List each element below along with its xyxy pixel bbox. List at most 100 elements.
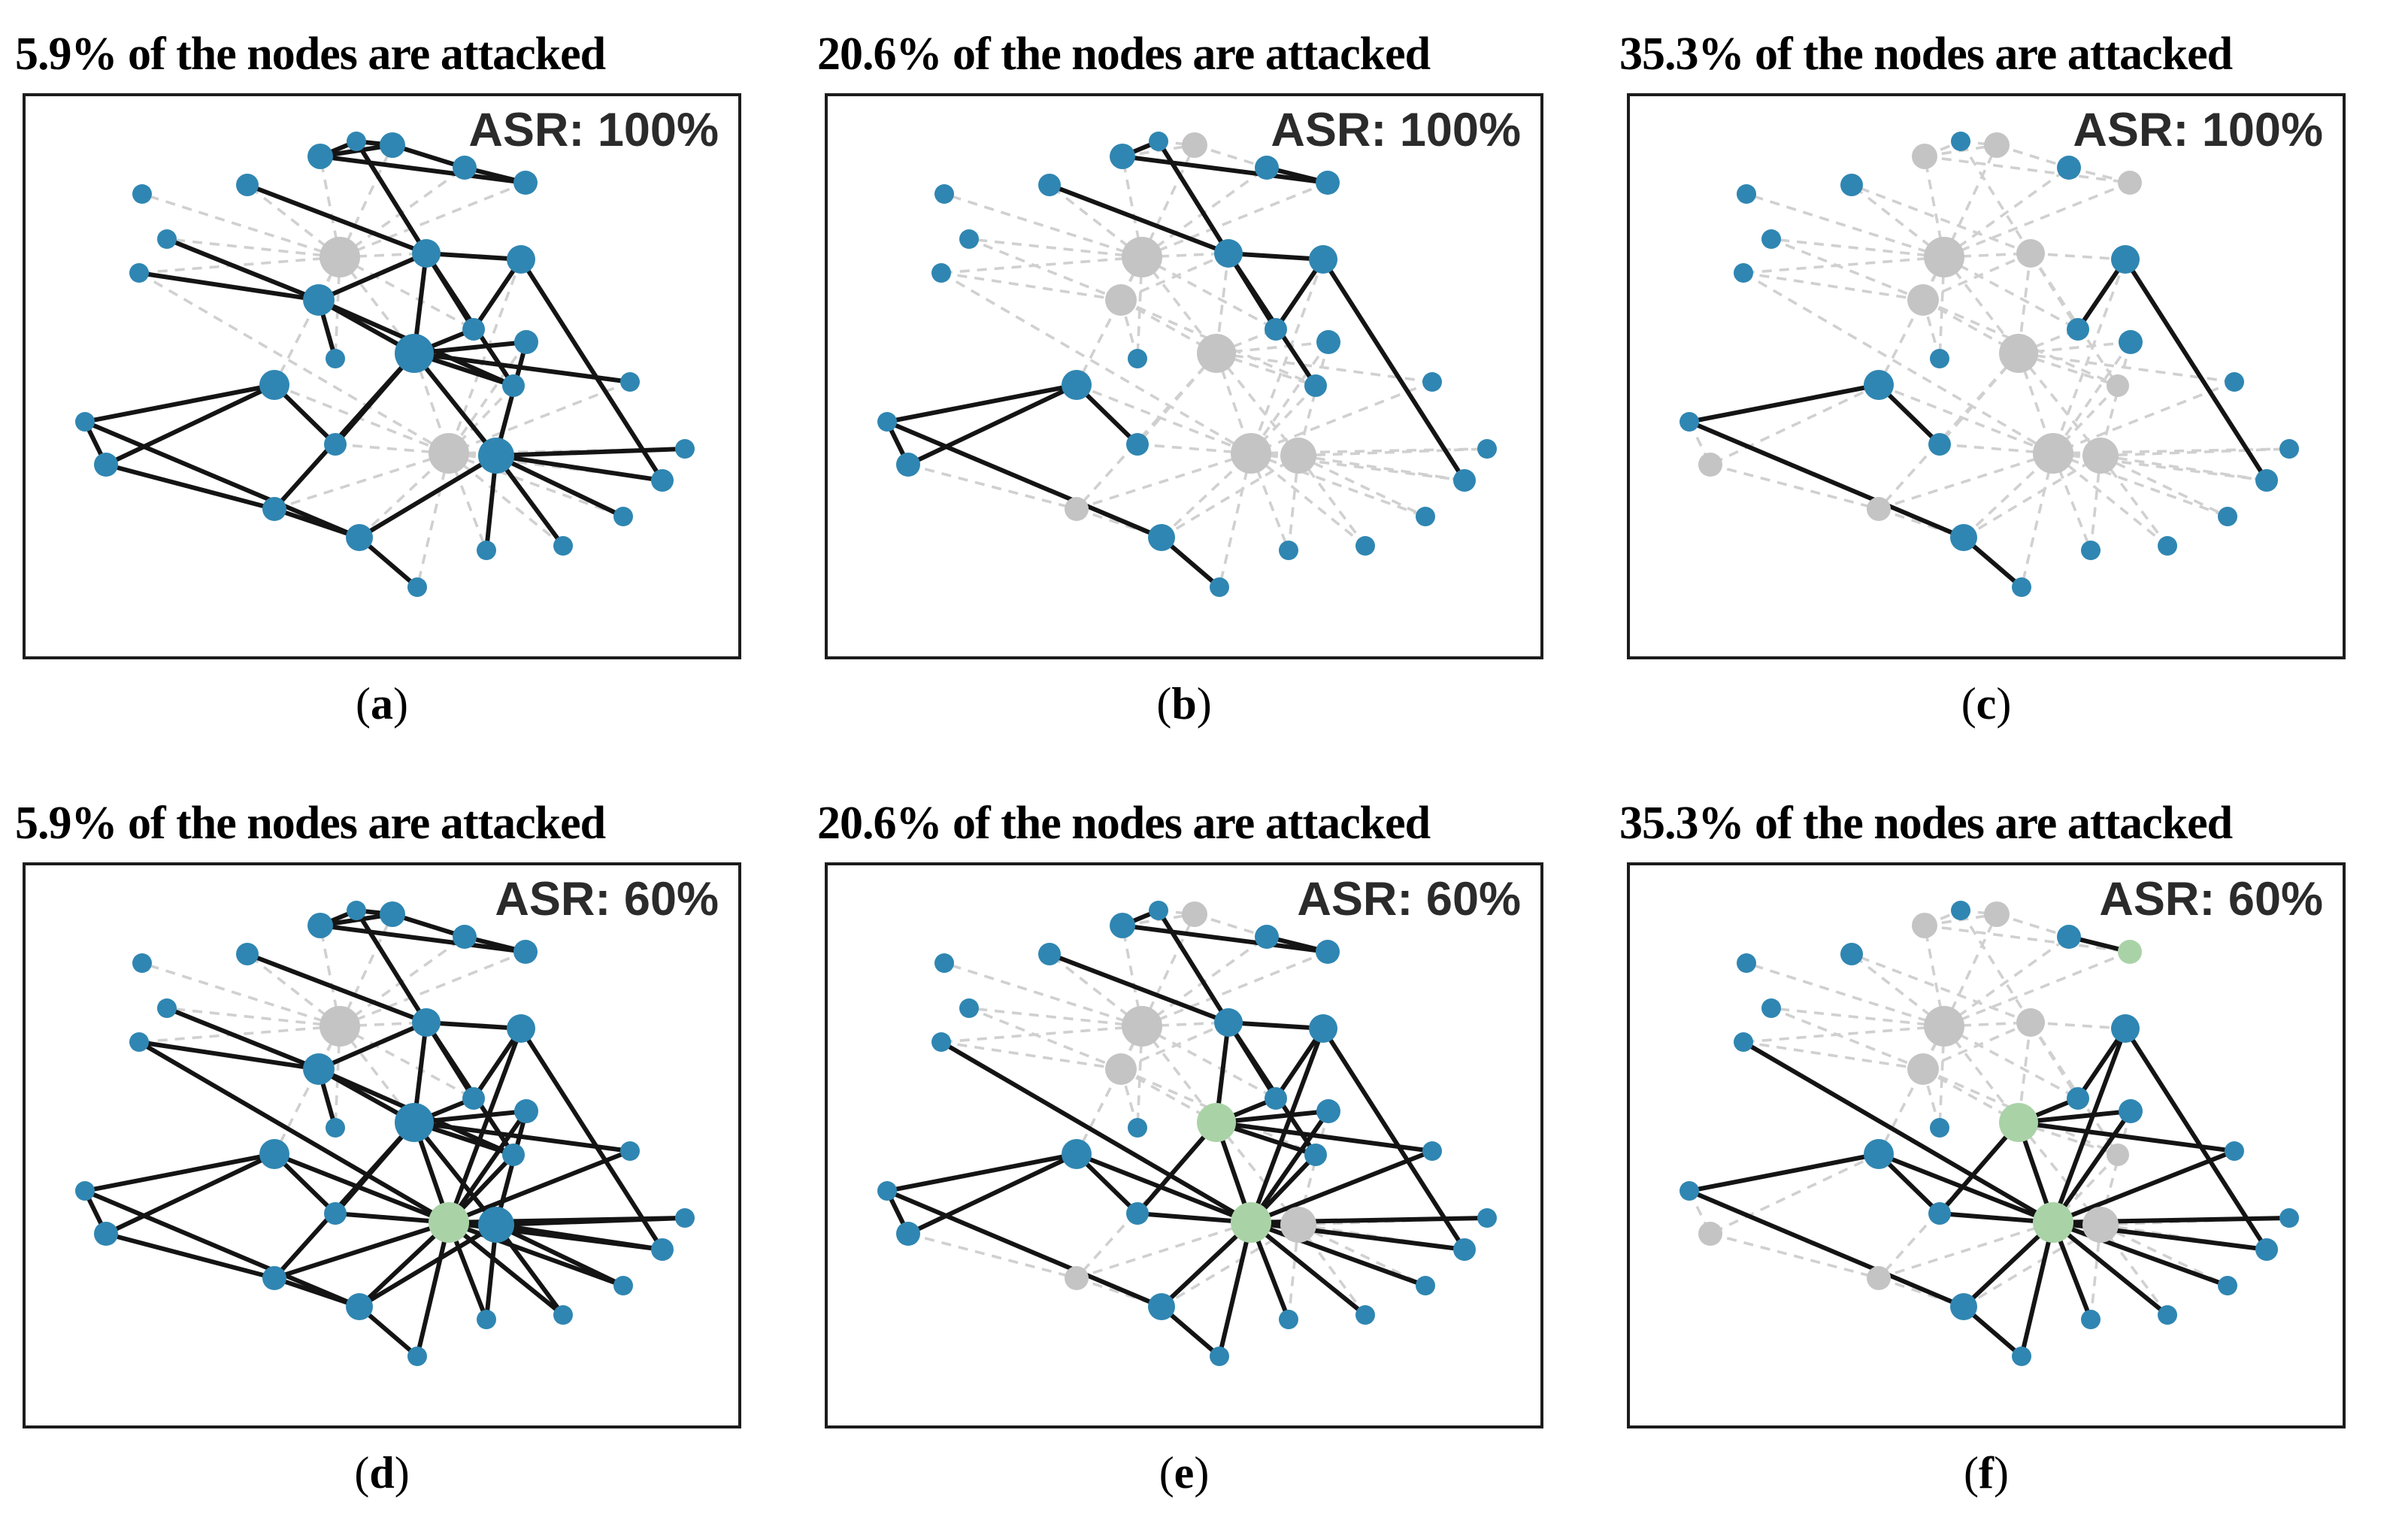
graph-node-normal	[675, 438, 695, 459]
asr-label: ASR: 100%	[2073, 104, 2323, 156]
graph-edge-dashed	[1120, 1020, 1229, 1071]
graph-node-normal	[2279, 438, 2299, 459]
graph-edge	[2052, 1220, 2169, 1316]
graph-node-normal	[1477, 1207, 1497, 1228]
graph-node-normal	[1038, 942, 1061, 965]
graph-edge-dashed	[1943, 166, 2070, 258]
graph-node-attacked	[1867, 496, 1891, 521]
graph-node-attacked	[1280, 1206, 1316, 1243]
caption-paren: (	[1156, 678, 1172, 729]
graph-edge-dashed	[2100, 453, 2267, 482]
graph-edge-dashed	[1746, 961, 1945, 1028]
graph-node-normal	[1148, 523, 1175, 551]
graph-edge-dashed	[1076, 451, 1252, 510]
graph-edge-dashed	[2099, 341, 2132, 456]
panel-caption: (c)	[1627, 679, 2346, 729]
graph-node-normal	[2057, 924, 2081, 949]
graph-node-normal	[1210, 1346, 1229, 1366]
graph-edge	[495, 446, 686, 458]
graph-edge	[886, 1188, 1163, 1309]
graph-edge-dashed	[1710, 383, 1879, 466]
graph-node-normal	[1477, 438, 1497, 459]
graph-edge	[1048, 182, 1230, 256]
graph-node-normal	[407, 1346, 427, 1366]
graph-edge	[104, 382, 276, 467]
graph-node-normal	[613, 1275, 633, 1295]
graph-edge-dashed	[274, 383, 450, 455]
graph-node-normal	[2158, 535, 2177, 556]
graph-edge	[2052, 1219, 2229, 1288]
graph-node-functional	[1231, 1201, 1271, 1243]
graph-node-normal	[236, 942, 259, 965]
graph-node-normal	[2111, 244, 2140, 274]
graph-node-normal	[346, 1292, 373, 1320]
panel-b: 20.6% of the nodes are attacked ASR: 100…	[802, 0, 1604, 769]
graph-edge-dashed	[1297, 454, 1367, 547]
graph-node-attacked	[1924, 236, 1964, 277]
caption-paren: )	[1993, 1447, 2009, 1498]
graph-edge	[886, 382, 1077, 424]
graph-node-normal	[507, 244, 535, 274]
graph-node-normal	[651, 1238, 674, 1261]
graph-edge	[354, 908, 429, 1024]
graph-edge-dashed	[1943, 1020, 2031, 1028]
graph-node-normal	[1110, 912, 1135, 938]
graph-node-normal	[2218, 1275, 2237, 1295]
graph-node-normal	[1737, 183, 1756, 204]
graph-edge-dashed	[1996, 143, 2070, 169]
graph-edge	[494, 1222, 565, 1316]
graph-node-normal	[1416, 1275, 1435, 1295]
graph-node-normal	[1950, 523, 1977, 551]
graph-node-normal	[2057, 155, 2081, 180]
graph-edge-dashed	[1161, 453, 1299, 539]
graph-edge-dashed	[2099, 1110, 2132, 1225]
graph-node-attacked	[1907, 1053, 1939, 1085]
graph-edge	[358, 453, 498, 540]
graph-edge-dashed	[1878, 1220, 2054, 1280]
graph-node-attacked	[1984, 901, 2010, 927]
graph-node-normal	[2081, 540, 2101, 560]
graph-node-attacked	[1105, 1053, 1137, 1085]
graph-edge-dashed	[1141, 1024, 1277, 1100]
graph-node-normal	[553, 1304, 573, 1325]
graph-edge-dashed	[1140, 144, 1196, 258]
panel-title: 5.9% of the nodes are attacked	[15, 29, 606, 80]
graph-edge	[495, 1215, 686, 1227]
graph-edge-dashed	[907, 462, 1077, 510]
graph-edge-dashed	[1297, 341, 1330, 456]
panel-title: 35.3% of the nodes are attacked	[1619, 29, 2233, 80]
graph-edge-dashed	[274, 451, 450, 510]
graph-node-normal	[478, 1206, 514, 1243]
graph-edge-dashed	[1075, 1025, 1143, 1155]
graph-node-normal	[412, 1007, 441, 1037]
graph-node-normal	[1148, 1292, 1175, 1320]
graph-edge-dashed	[1943, 1024, 2079, 1100]
graph-edge-dashed	[1076, 383, 1252, 455]
graph-node-normal	[477, 540, 496, 560]
graph-node-normal	[2081, 1309, 2101, 1329]
graph-node-normal	[1110, 143, 1135, 169]
graph-edge	[1249, 1219, 1427, 1288]
graph-edge-dashed	[2029, 1021, 2079, 1099]
graph-edge-dashed	[339, 255, 474, 331]
graph-node-normal	[507, 1013, 535, 1043]
graph-node-normal	[620, 371, 640, 392]
graph-node-functional	[2033, 1201, 2073, 1243]
graph-edge-dashed	[447, 341, 528, 454]
graph-edge	[412, 351, 498, 457]
graph-edge-dashed	[1141, 251, 1229, 259]
graph-node-normal	[453, 924, 477, 949]
caption-letter: d	[369, 1447, 395, 1498]
caption-letter: f	[1979, 1447, 1994, 1498]
graph-edge-dashed	[907, 1232, 1077, 1280]
caption-paren: )	[394, 1447, 410, 1498]
graph-edge	[415, 1221, 451, 1357]
graph-edge-dashed	[968, 237, 1143, 259]
caption-paren: (	[1964, 1447, 1979, 1498]
graph-edge-dashed	[1120, 251, 1229, 301]
panel-f: 35.3% of the nodes are attacked ASR: 60%…	[1604, 769, 2408, 1539]
graph-edge	[272, 1120, 416, 1280]
asr-label: ASR: 100%	[1271, 104, 1521, 156]
graph-edge-dashed	[1298, 1222, 1426, 1287]
graph-edge-dashed	[968, 1006, 1143, 1028]
